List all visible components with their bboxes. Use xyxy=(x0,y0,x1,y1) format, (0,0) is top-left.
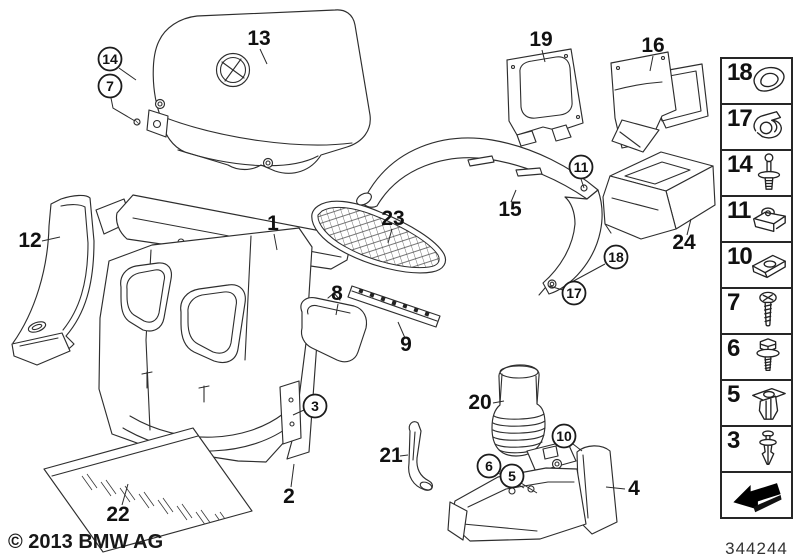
svg-text:11: 11 xyxy=(574,159,589,175)
part-12-air-duct-left xyxy=(11,194,95,366)
legend-item-label: 18 xyxy=(727,59,753,86)
circled-callout-18[interactable]: 18 xyxy=(603,244,629,270)
legend-item-label: 5 xyxy=(727,381,740,408)
circled-callout-5[interactable]: 5 xyxy=(499,463,525,489)
legend-item-7[interactable]: 7 xyxy=(720,287,793,335)
expansion-rivet-icon xyxy=(759,430,777,465)
circled-callout-3[interactable]: 3 xyxy=(302,393,328,419)
svg-text:17: 17 xyxy=(566,285,582,301)
part-label-1[interactable]: 1 xyxy=(267,212,279,235)
legend-item-label: 10 xyxy=(727,243,753,270)
part-22-splash-shield xyxy=(43,427,253,553)
part-20-bellows-hose xyxy=(491,364,546,457)
clip-nut-icon xyxy=(752,254,786,279)
part-label-4[interactable]: 4 xyxy=(628,477,640,500)
svg-text:10: 10 xyxy=(556,428,572,444)
part-23-grille xyxy=(311,200,447,274)
part-19-bracket-plate xyxy=(506,48,584,147)
part-label-20[interactable]: 20 xyxy=(468,391,491,414)
fastener-legend: 18 17 14 xyxy=(720,57,793,519)
svg-text:3: 3 xyxy=(311,398,319,414)
svg-text:14: 14 xyxy=(102,51,118,67)
part-4-air-duct xyxy=(447,440,618,542)
part-label-22[interactable]: 22 xyxy=(106,503,129,526)
legend-item-3[interactable]: 3 xyxy=(720,425,793,473)
svg-text:18: 18 xyxy=(608,249,624,265)
part-label-8[interactable]: 8 xyxy=(331,282,343,305)
part-16-duct xyxy=(610,51,709,153)
copyright-notice: © 2013 BMW AG xyxy=(8,531,164,553)
part-label-24[interactable]: 24 xyxy=(672,231,696,254)
direction-arrow-icon xyxy=(732,483,782,513)
legend-item-label: 7 xyxy=(727,289,740,316)
screw-icon xyxy=(759,291,777,327)
part-label-15[interactable]: 15 xyxy=(498,198,522,221)
part-15-cowl-strip xyxy=(356,137,603,296)
legend-item-17[interactable]: 17 xyxy=(720,103,793,151)
part-label-23[interactable]: 23 xyxy=(381,207,404,230)
grommet-icon xyxy=(753,66,785,92)
expansion-nut-icon xyxy=(752,388,786,420)
part-label-9[interactable]: 9 xyxy=(400,333,412,356)
part-label-21[interactable]: 21 xyxy=(379,444,403,467)
part-label-12[interactable]: 12 xyxy=(18,229,41,252)
legend-item-label: 11 xyxy=(727,197,751,224)
legend-item-14[interactable]: 14 xyxy=(720,149,793,197)
bmw-roundel-icon xyxy=(215,52,251,88)
legend-item-label: 3 xyxy=(727,427,740,454)
legend-item-direction-arrow[interactable] xyxy=(720,471,793,519)
legend-item-5[interactable]: 5 xyxy=(720,379,793,427)
legend-item-label: 17 xyxy=(727,105,753,132)
cage-nut-icon xyxy=(753,207,786,233)
part-label-16[interactable]: 16 xyxy=(641,34,664,57)
diagram-number: 344244 xyxy=(725,539,788,558)
part-24-box-duct xyxy=(602,151,716,240)
circled-callout-7[interactable]: 7 xyxy=(97,73,123,99)
push-rivet-icon xyxy=(757,153,781,190)
svg-text:7: 7 xyxy=(106,78,114,94)
svg-text:5: 5 xyxy=(508,468,516,484)
part-21-bracket xyxy=(408,421,434,491)
legend-item-label: 6 xyxy=(727,335,740,362)
part-2-front-panel xyxy=(98,227,318,463)
circled-callout-6[interactable]: 6 xyxy=(476,453,502,479)
part-label-19[interactable]: 19 xyxy=(529,28,552,51)
cable-clip-icon xyxy=(753,111,782,139)
circled-callout-10[interactable]: 10 xyxy=(551,423,577,449)
circled-callout-11[interactable]: 11 xyxy=(568,154,594,180)
legend-item-18[interactable]: 18 xyxy=(720,57,793,105)
bolt-washer-icon xyxy=(756,338,780,372)
part-label-13[interactable]: 13 xyxy=(247,27,270,50)
part-8-cover xyxy=(300,292,368,363)
legend-item-11[interactable]: 11 xyxy=(720,195,793,243)
legend-item-10[interactable]: 10 xyxy=(720,241,793,289)
legend-item-6[interactable]: 6 xyxy=(720,333,793,381)
legend-item-label: 14 xyxy=(727,151,753,178)
part-9-strip xyxy=(347,285,441,328)
part-label-2[interactable]: 2 xyxy=(283,485,295,508)
svg-text:6: 6 xyxy=(485,458,493,474)
circled-callout-17[interactable]: 17 xyxy=(561,280,587,306)
circled-callout-14[interactable]: 14 xyxy=(97,46,123,72)
part-13-engine-cover xyxy=(133,9,371,174)
